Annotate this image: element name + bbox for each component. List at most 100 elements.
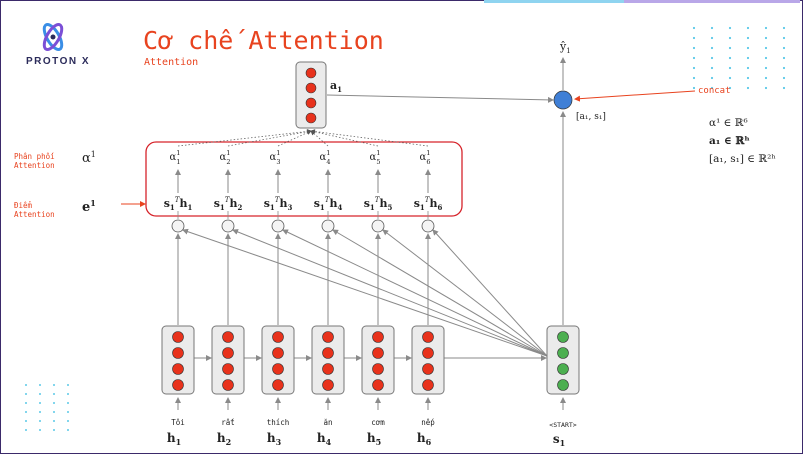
encoder-state: h xyxy=(167,431,176,445)
encoder-state-sub: 4 xyxy=(326,437,332,447)
score-transpose: T xyxy=(225,196,231,204)
encoder-cell xyxy=(311,325,345,395)
decoder-score-links xyxy=(182,228,548,357)
grid-dot xyxy=(764,86,768,90)
score-expression: s1Th6 xyxy=(414,196,443,212)
svg-text:ŷ1: ŷ1 xyxy=(559,40,571,55)
score-transpose: T xyxy=(325,196,331,204)
grid-dot xyxy=(710,36,714,40)
alpha-label: α xyxy=(82,151,91,166)
grid-dot xyxy=(728,26,732,30)
attention-box xyxy=(145,141,463,217)
hidden-unit xyxy=(422,379,434,391)
alpha-sup: 1 xyxy=(376,149,380,157)
decoder-state-sub: 1 xyxy=(560,438,566,448)
score-s: s xyxy=(164,197,170,210)
alpha-sub: 2 xyxy=(226,158,230,166)
grid-dot xyxy=(25,393,27,395)
decoder-column xyxy=(546,325,580,395)
hidden-unit xyxy=(272,347,284,359)
page-title: Cơ chế Attention xyxy=(143,26,384,55)
grid-dot xyxy=(746,76,750,80)
alpha-symbol: α xyxy=(419,152,426,163)
hidden-unit xyxy=(372,331,384,343)
grid-dot xyxy=(764,56,768,60)
score-h: h xyxy=(229,197,237,210)
grid-dot xyxy=(746,36,750,40)
grid-dot xyxy=(764,46,768,50)
score-s: s xyxy=(214,197,220,210)
hidden-unit xyxy=(372,347,384,359)
alpha-symbol: α xyxy=(319,152,326,163)
decoder-to-score-arrow xyxy=(432,229,548,357)
grid-dot xyxy=(692,86,696,90)
grid-dot xyxy=(782,26,786,30)
grid-dot xyxy=(692,76,696,80)
score-s-sub: 1 xyxy=(170,203,175,212)
grid-dot xyxy=(67,393,69,395)
grid-dot xyxy=(728,36,732,40)
score-expression: s1Th4 xyxy=(314,196,343,212)
grid-dot xyxy=(764,36,768,40)
concat-label: concat xyxy=(698,86,731,96)
score-s: s xyxy=(264,197,270,210)
hidden-unit xyxy=(272,379,284,391)
distribution-label-line1: Phân phối xyxy=(14,152,55,161)
hidden-unit xyxy=(222,363,234,375)
score-transpose: T xyxy=(175,196,181,204)
grid-dot xyxy=(53,420,55,422)
score-s-sub: 1 xyxy=(320,203,325,212)
score-h: h xyxy=(329,197,337,210)
e-label-sup: 1 xyxy=(90,198,96,208)
alpha-symbol: α xyxy=(269,152,276,163)
input-word: rất xyxy=(221,418,235,427)
grid-dot xyxy=(25,411,27,413)
alpha-to-context-link xyxy=(310,129,429,147)
score-label-line2: Attention xyxy=(14,210,55,219)
hidden-unit xyxy=(222,347,234,359)
grid-dot xyxy=(53,393,55,395)
hidden-unit xyxy=(322,379,334,391)
decoder-input-word: <START> xyxy=(549,421,576,429)
hidden-unit xyxy=(422,331,434,343)
encoder-state-label: h5 xyxy=(367,431,381,447)
score-h: h xyxy=(279,197,287,210)
score-h-sub: 4 xyxy=(337,203,342,212)
hidden-unit xyxy=(272,331,284,343)
encoder-state-label: h3 xyxy=(267,431,282,447)
grid-dot xyxy=(39,402,41,404)
dot-grid-decoration xyxy=(25,384,69,431)
hidden-unit xyxy=(172,331,184,343)
grid-dot xyxy=(39,393,41,395)
alpha-symbol: α xyxy=(219,152,226,163)
score-expression: s1Th5 xyxy=(364,196,393,212)
score-s: s xyxy=(314,197,320,210)
grid-dot xyxy=(746,86,750,90)
score-node xyxy=(421,219,435,233)
grid-dot xyxy=(67,384,69,386)
score-transpose: T xyxy=(375,196,381,204)
alpha-sup: 1 xyxy=(426,149,430,157)
context-to-output-arrow xyxy=(326,94,554,103)
alpha-sub: 5 xyxy=(376,158,380,166)
svg-text:a1: a1 xyxy=(330,79,342,94)
grid-dot xyxy=(67,411,69,413)
concat-vector-label: [a₁, s₁] xyxy=(576,112,606,122)
grid-dot xyxy=(53,429,55,431)
grid-dot xyxy=(764,66,768,70)
encoder-state-sub: 3 xyxy=(276,437,282,447)
decoder-to-score-arrow xyxy=(182,228,548,357)
alpha-sup: 1 xyxy=(226,149,230,157)
encoder-state: h xyxy=(317,431,326,445)
yhat-sub: 1 xyxy=(566,47,570,55)
grid-dot xyxy=(728,86,732,90)
input-word: ăn xyxy=(323,418,332,427)
encoder-state: h xyxy=(367,431,376,445)
score-label: Điểm Attention xyxy=(14,201,55,219)
